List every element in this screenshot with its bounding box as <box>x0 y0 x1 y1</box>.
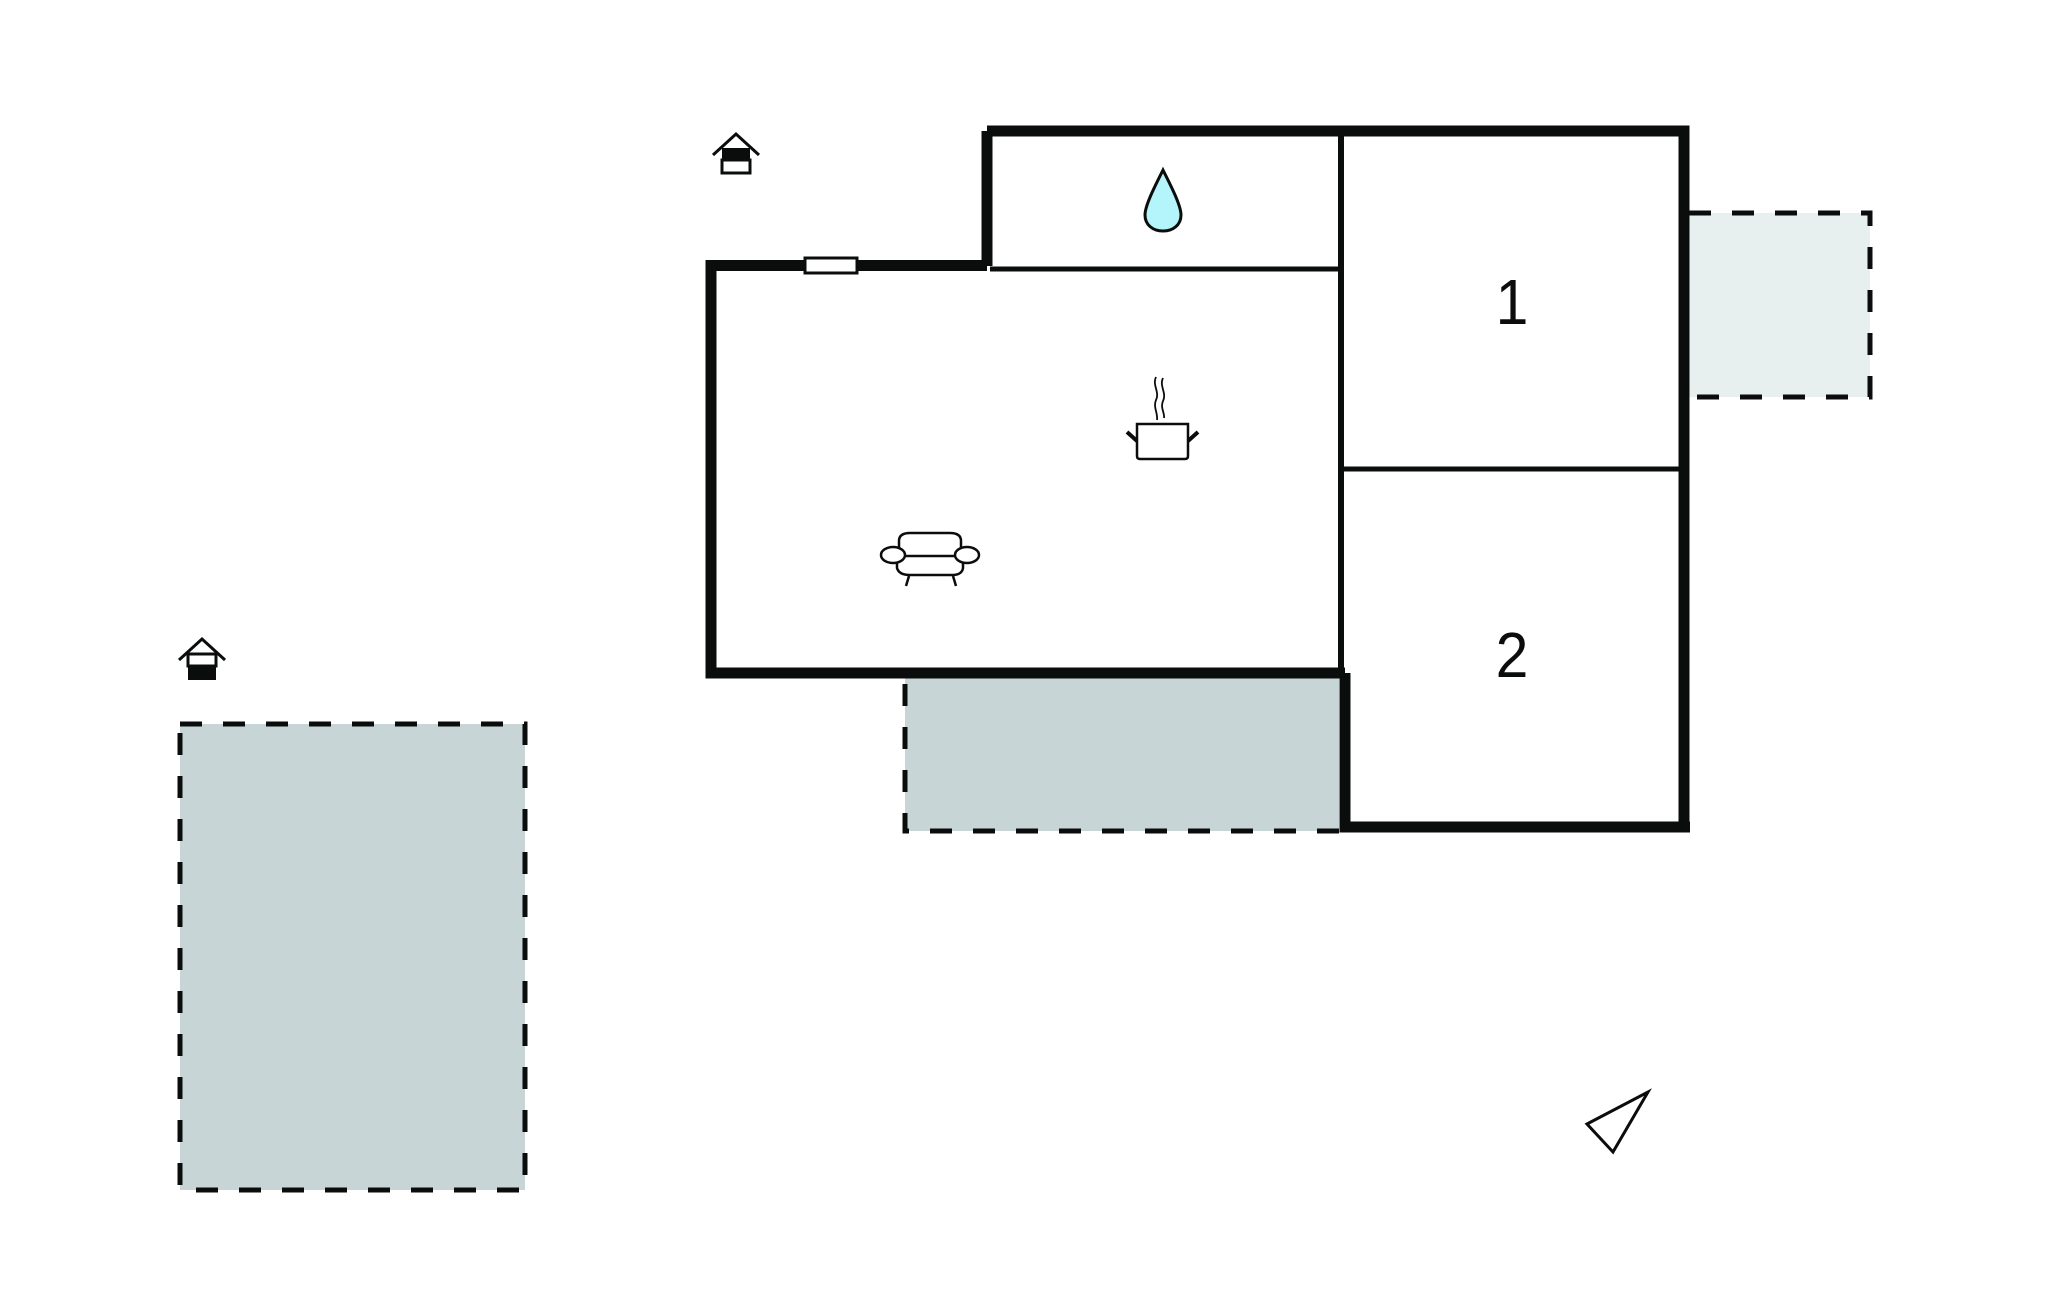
sofa-icon <box>879 531 981 587</box>
room-label-bedroom-2: 2 <box>1495 619 1529 691</box>
entrance-icon <box>711 131 761 175</box>
interior-walls <box>990 131 1684 673</box>
terrace-south <box>902 678 1339 834</box>
terrace-east <box>1689 210 1873 400</box>
compass-triangle-icon <box>1584 1088 1652 1155</box>
carport-icon <box>177 636 227 680</box>
window-icon <box>803 256 859 275</box>
cooking-pot-icon <box>1125 376 1200 461</box>
water-drop-icon <box>1143 166 1183 233</box>
room-label-bedroom-1: 1 <box>1495 266 1529 338</box>
parking-area <box>177 721 528 1193</box>
